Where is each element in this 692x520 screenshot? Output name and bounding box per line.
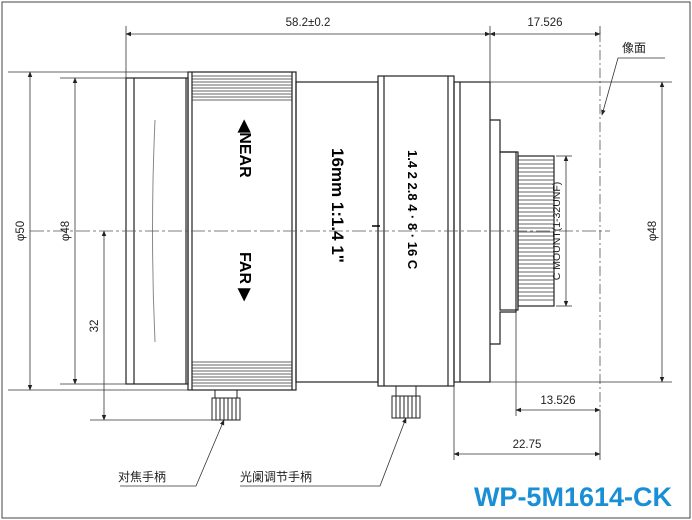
- callout-focus-handle: 对焦手柄: [118, 470, 166, 484]
- label-image-plane: 像面: [622, 41, 646, 55]
- dim-flange-to-image: 17.526: [527, 17, 562, 29]
- leader-image-plane: [601, 57, 665, 116]
- leader-iris-handle: [240, 417, 407, 487]
- dim-overall-length: 58.2±0.2: [286, 17, 331, 29]
- focus-handle: [211, 389, 241, 421]
- marking-near: ◀NEAR: [236, 119, 253, 178]
- marking-aperture-scale: 1.4 2 2.8 4 · 8 · 16 C: [405, 150, 420, 270]
- iris-handle: [391, 385, 421, 419]
- leader-focus-handle: [120, 419, 225, 487]
- marking-focal: 16mm 1:1.4 1": [328, 148, 347, 263]
- dim-outer-diameter: φ50: [15, 221, 27, 241]
- mount-thread-lines: [518, 159, 554, 301]
- callout-iris-handle: 光阑调节手柄: [240, 469, 312, 484]
- model-number: WP-5M1614-CK: [474, 482, 673, 512]
- dim-rear-length: 22.75: [513, 439, 542, 451]
- dim-mount-diameter: φ48: [647, 221, 659, 241]
- dim-back-focus: 13.526: [540, 395, 575, 407]
- focus-ring-knurl: [192, 75, 292, 387]
- dim-body-diameter: φ48: [60, 221, 72, 241]
- dim-center-height: 32: [89, 320, 101, 333]
- marking-far: FAR ▶: [236, 252, 253, 301]
- dim-mount-thread: C MOUNT(1-32UNF): [551, 182, 563, 281]
